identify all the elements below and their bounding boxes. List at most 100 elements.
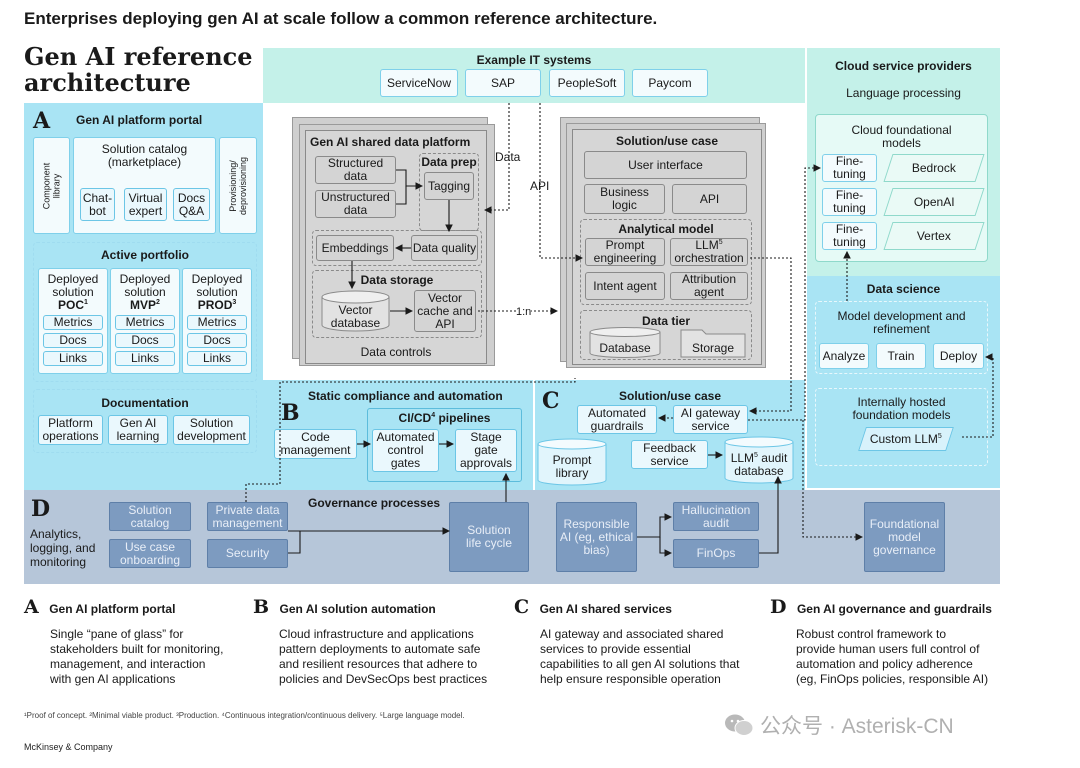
deployed-mvp-links[interactable]: Links: [115, 351, 175, 366]
data-prep-title: Data prep: [421, 155, 477, 169]
active-portfolio-title: Active portfolio: [100, 248, 189, 262]
fine-tuning-bedrock[interactable]: Fine- tuning: [822, 154, 877, 182]
embeddings[interactable]: Embeddings: [316, 235, 394, 261]
private-data-management[interactable]: Private data management: [207, 502, 288, 531]
footnotes: ¹Proof of concept. ²Minimal viable produ…: [24, 711, 465, 720]
section-a-letter: A: [33, 108, 51, 134]
llm-audit-database[interactable]: LLM5 audit database: [724, 436, 794, 484]
doc-platform-operations[interactable]: Platform operations: [38, 415, 103, 445]
legend-c-text: AI gateway and associated shared service…: [540, 627, 740, 686]
unstructured-data[interactable]: Unstructured data: [315, 190, 396, 218]
use-case-onboarding[interactable]: Use case onboarding: [109, 539, 191, 568]
model-development: [815, 301, 988, 374]
attribution-agent[interactable]: Attribution agent: [670, 272, 748, 300]
vector-cache-api[interactable]: Vector cache and API: [414, 290, 476, 332]
analytical-model-title: Analytical model: [618, 222, 714, 236]
deployed-mvp-stage: MVP2: [130, 298, 160, 312]
train-button[interactable]: Train: [876, 343, 926, 369]
deployed-prod-metrics[interactable]: Metrics: [187, 315, 247, 330]
deployed-poc-links[interactable]: Links: [43, 351, 103, 366]
fine-tuning-openai[interactable]: Fine- tuning: [822, 188, 877, 216]
llm-audit-cylinder-icon: [724, 436, 794, 484]
data-science-title: Data science: [866, 282, 941, 296]
database[interactable]: Database: [589, 326, 661, 358]
deployed-prod-label: Deployed solution: [191, 272, 243, 299]
analyze-button[interactable]: Analyze: [819, 343, 869, 369]
business-logic[interactable]: Business logic: [584, 184, 665, 214]
solution-catalog-title: Solution catalog (marketplace): [101, 142, 188, 169]
deployed-mvp-docs[interactable]: Docs: [115, 333, 175, 348]
documentation-title: Documentation: [101, 396, 189, 410]
deploy-button[interactable]: Deploy: [933, 343, 984, 369]
doc-gen-ai-learning[interactable]: Gen AI learning: [108, 415, 168, 445]
solution-life-cycle[interactable]: Solution life cycle: [449, 502, 529, 572]
solution-api[interactable]: API: [672, 184, 747, 214]
data-quality[interactable]: Data quality: [411, 235, 478, 261]
foundational-model-governance[interactable]: Foundational model governance: [864, 502, 945, 572]
embeddings-row: [312, 230, 482, 266]
section-b-title: Static compliance and automation: [308, 389, 503, 403]
deployed-poc-stage: POC1: [58, 298, 88, 312]
it-systems-title: Example IT systems: [476, 53, 592, 67]
prompt-library[interactable]: Prompt library: [537, 438, 607, 486]
stage-gate-approvals[interactable]: Stage gate approvals: [455, 429, 517, 472]
ai-gateway-service[interactable]: AI gateway service: [673, 405, 748, 434]
solution-catalog-gov[interactable]: Solution catalog: [109, 502, 191, 531]
legend-d-text: Robust control framework to provide huma…: [796, 627, 989, 686]
provisioning[interactable]: Provisioning/ deprovisioning: [219, 137, 257, 234]
tagging[interactable]: Tagging: [424, 172, 474, 200]
component-library[interactable]: Component library: [33, 137, 70, 234]
legend-d: D Gen AI governance and guardrails: [770, 596, 992, 618]
data-storage-title: Data storage: [360, 273, 434, 287]
finops[interactable]: FinOps: [673, 539, 759, 568]
fine-tuning-vertex[interactable]: Fine- tuning: [822, 222, 877, 250]
deployed-poc-metrics[interactable]: Metrics: [43, 315, 103, 330]
section-a-title: Gen AI platform portal: [76, 113, 203, 127]
section-c-letter: C: [542, 388, 560, 414]
catalog-docs-qa[interactable]: Docs Q&A: [173, 188, 210, 221]
automated-control-gates[interactable]: Automated control gates: [372, 429, 439, 472]
vector-database-cylinder-icon: [321, 290, 390, 332]
it-system-sap[interactable]: SAP: [465, 69, 541, 97]
catalog-virtual-expert[interactable]: Virtual expert: [124, 188, 167, 221]
legend-a-text: Single “pane of glass” for stakeholders …: [50, 627, 224, 686]
governance-title: Governance processes: [308, 496, 441, 510]
hallucination-audit[interactable]: Hallucination audit: [673, 502, 759, 531]
deployed-prod-links[interactable]: Links: [187, 351, 247, 366]
doc-solution-development[interactable]: Solution development: [173, 415, 250, 445]
prompt-engineering[interactable]: Prompt engineering: [585, 238, 665, 266]
storage[interactable]: Storage: [680, 326, 746, 358]
security[interactable]: Security: [207, 539, 288, 568]
active-portfolio: [33, 242, 257, 382]
page-title: Gen AI reference architecture: [24, 42, 253, 97]
section-d-title: Analytics, logging, and monitoring: [30, 527, 96, 569]
deployed-prod-docs[interactable]: Docs: [187, 333, 247, 348]
automated-guardrails[interactable]: Automated guardrails: [577, 405, 657, 434]
cloud-title: Cloud service providers: [835, 59, 972, 73]
structured-data[interactable]: Structured data: [315, 156, 396, 184]
it-system-paycom[interactable]: Paycom: [632, 69, 708, 97]
data-platform-title: Gen AI shared data platform: [310, 135, 471, 149]
deployed-prod-stage: PROD3: [197, 298, 237, 312]
vector-database[interactable]: Vector database: [321, 290, 390, 332]
user-interface[interactable]: User interface: [584, 151, 747, 179]
it-system-peoplesoft[interactable]: PeopleSoft: [549, 69, 625, 97]
data-controls: Data controls: [360, 345, 432, 359]
code-management[interactable]: Code management: [274, 429, 357, 459]
cloud-subtitle: Language processing: [846, 86, 961, 100]
folder-icon: [680, 329, 746, 358]
deployed-poc-docs[interactable]: Docs: [43, 333, 103, 348]
section-b-letter: B: [281, 400, 300, 426]
connector-lines: [245, 103, 994, 557]
deployed-mvp-metrics[interactable]: Metrics: [115, 315, 175, 330]
it-system-servicenow[interactable]: ServiceNow: [380, 69, 458, 97]
catalog-chatbot[interactable]: Chat- bot: [80, 188, 115, 221]
responsible-ai[interactable]: Responsible AI (eg, ethical bias): [556, 502, 637, 572]
internally-hosted: [815, 388, 988, 466]
wechat-icon: [725, 714, 754, 736]
data-science-panel: [807, 276, 1000, 488]
intent-agent[interactable]: Intent agent: [585, 272, 665, 300]
feedback-service[interactable]: Feedback service: [631, 440, 708, 469]
section-c-title: Solution/use case: [618, 389, 722, 403]
